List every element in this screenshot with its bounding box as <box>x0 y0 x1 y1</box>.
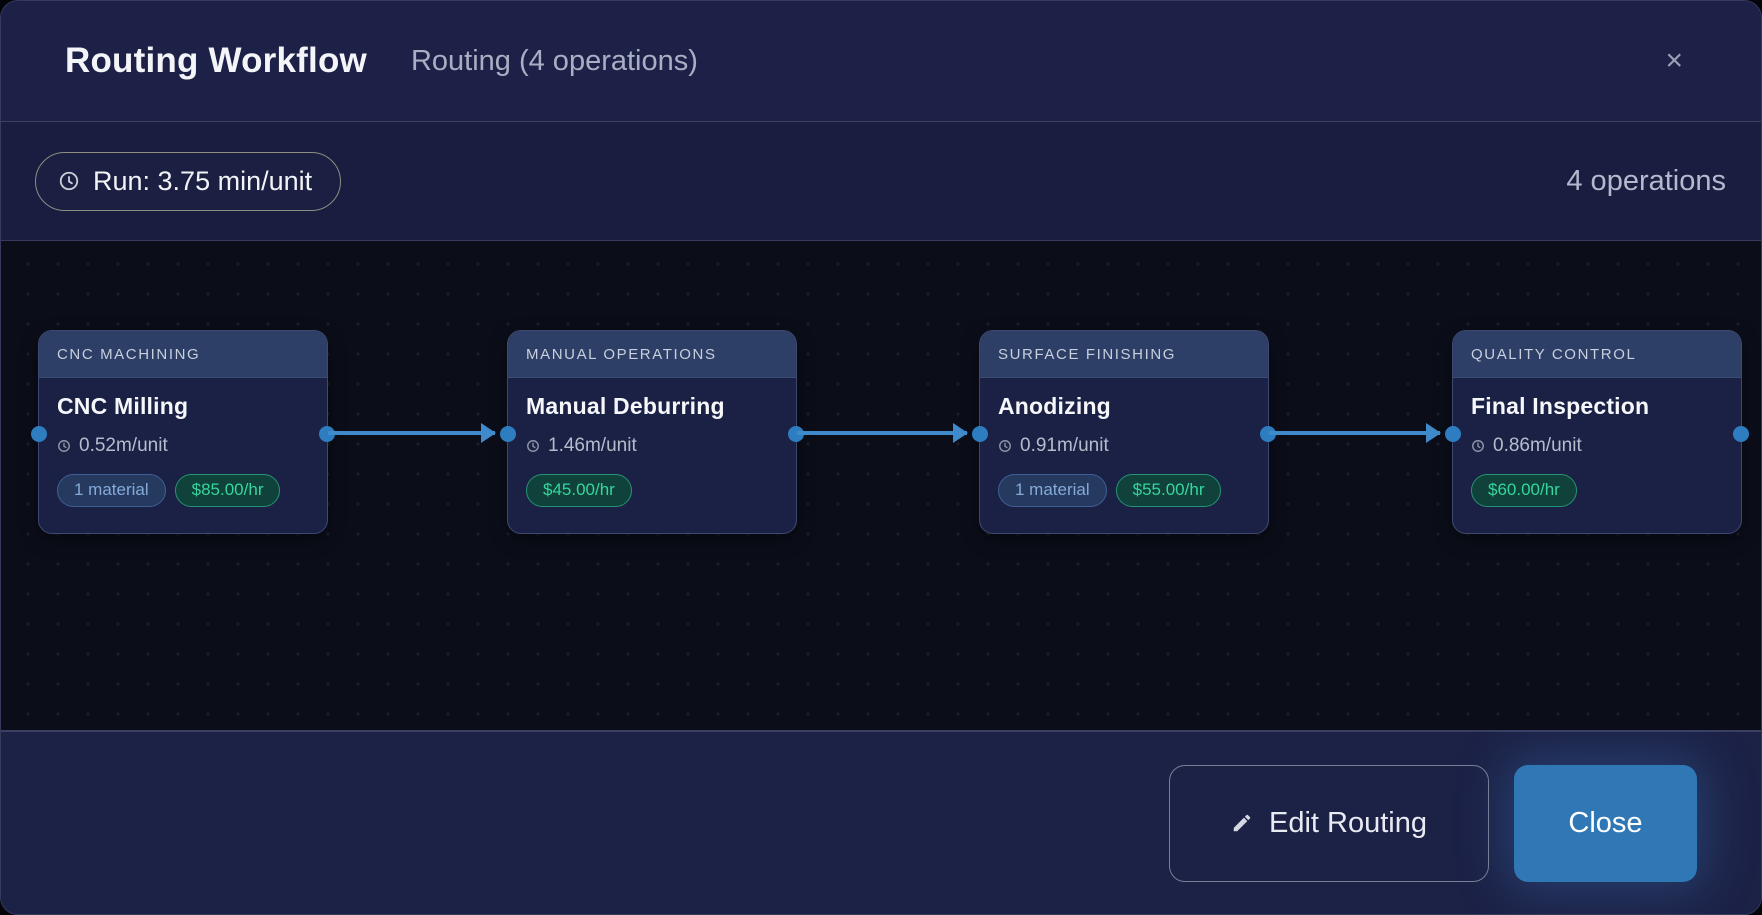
node-badges: $60.00/hr <box>1471 474 1723 508</box>
clock-icon <box>527 440 539 452</box>
node-time-label: 0.52m/unit <box>79 435 168 456</box>
workflow-node-cnc-milling[interactable]: CNC MACHINING CNC Milling 0.52m/unit 1 m… <box>31 330 335 534</box>
arrowhead-icon <box>1426 423 1441 443</box>
rate-badge: $55.00/hr <box>1115 474 1222 508</box>
arrowhead-icon <box>481 423 496 443</box>
clock-icon <box>1472 440 1484 452</box>
input-connector-handle[interactable] <box>500 426 516 442</box>
input-connector-handle[interactable] <box>31 426 47 442</box>
node-badges: 1 material $55.00/hr <box>998 474 1250 508</box>
node-time-label: 1.46m/unit <box>548 435 637 456</box>
node-time-row: 0.86m/unit <box>1471 435 1723 457</box>
output-connector-handle[interactable] <box>788 426 804 442</box>
workflow-node-anodizing[interactable]: SURFACE FINISHING Anodizing 0.91m/unit 1… <box>972 330 1276 534</box>
output-connector-handle[interactable] <box>319 426 335 442</box>
node-body: Final Inspection 0.86m/unit $60.00/hr <box>1453 378 1741 508</box>
material-badge: 1 material <box>57 474 166 508</box>
clock-icon <box>58 440 70 452</box>
modal-subtitle: Routing (4 operations) <box>410 44 698 77</box>
connector-edge-3 <box>1269 423 1441 443</box>
run-time-label: Run: 3.75 min/unit <box>93 165 313 196</box>
input-connector-handle[interactable] <box>972 426 988 442</box>
node-time-row: 0.52m/unit <box>57 435 309 457</box>
node-category: QUALITY CONTROL <box>1453 331 1741 378</box>
node-badges: $45.00/hr <box>526 474 778 508</box>
node-time-label: 0.86m/unit <box>1493 435 1582 456</box>
rate-badge: $45.00/hr <box>526 474 632 508</box>
input-connector-handle[interactable] <box>1445 426 1461 442</box>
node-category: MANUAL OPERATIONS <box>508 331 796 378</box>
connector-edge-1 <box>328 423 496 443</box>
output-connector-handle[interactable] <box>1260 426 1276 442</box>
clock-icon <box>999 440 1011 452</box>
output-connector-handle[interactable] <box>1733 426 1749 442</box>
workflow-node-manual-deburring[interactable]: MANUAL OPERATIONS Manual Deburring 1.46m… <box>500 330 804 534</box>
run-time-pill: Run: 3.75 min/unit <box>35 151 342 211</box>
edit-routing-label: Edit Routing <box>1269 806 1427 839</box>
workflow-node-final-inspection[interactable]: QUALITY CONTROL Final Inspection 0.86m/u… <box>1445 330 1749 534</box>
pencil-icon <box>1233 814 1251 832</box>
edit-routing-button[interactable]: Edit Routing <box>1169 764 1489 882</box>
close-button[interactable]: Close <box>1514 764 1697 882</box>
operations-count-label: 4 operations <box>1566 164 1726 197</box>
node-title: CNC Milling <box>57 393 189 419</box>
close-icon[interactable]: × <box>1659 40 1689 82</box>
node-title: Anodizing <box>998 393 1111 419</box>
node-title: Final Inspection <box>1471 393 1650 419</box>
node-badges: 1 material $85.00/hr <box>57 474 309 508</box>
node-category: CNC MACHINING <box>39 331 327 378</box>
material-badge: 1 material <box>998 474 1107 508</box>
node-body: Anodizing 0.91m/unit 1 material $55.00/h… <box>980 378 1268 508</box>
modal-footer: Edit Routing Close <box>1 730 1761 914</box>
workflow-canvas[interactable]: CNC MACHINING CNC Milling 0.52m/unit 1 m… <box>1 241 1761 730</box>
rate-badge: $85.00/hr <box>174 474 281 508</box>
rate-badge: $60.00/hr <box>1471 474 1577 508</box>
node-body: CNC Milling 0.52m/unit 1 material $85.00… <box>39 378 327 508</box>
node-time-row: 0.91m/unit <box>998 435 1250 457</box>
connector-edge-2 <box>797 423 968 443</box>
arrowhead-icon <box>953 423 968 443</box>
node-title: Manual Deburring <box>526 393 725 419</box>
clock-icon <box>59 171 79 191</box>
node-category: SURFACE FINISHING <box>980 331 1268 378</box>
node-time-row: 1.46m/unit <box>526 435 778 457</box>
node-body: Manual Deburring 1.46m/unit $45.00/hr <box>508 378 796 508</box>
stats-bar: Run: 3.75 min/unit 4 operations <box>1 122 1761 241</box>
page-title: Routing Workflow <box>65 41 367 80</box>
node-time-label: 0.91m/unit <box>1020 435 1109 456</box>
modal-header: Routing Workflow Routing (4 operations) … <box>1 1 1761 122</box>
